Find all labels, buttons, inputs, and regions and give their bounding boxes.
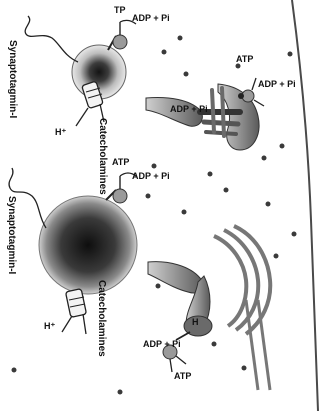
golgi-stack-icon-bottom: [148, 226, 270, 390]
adp-pi-label-top: ADP + Pi: [132, 14, 170, 23]
small-vesicle: [25, 16, 136, 126]
adp-pi-label-golgi-top: ADP + Pi: [258, 80, 296, 89]
small-vesicle-atpase-pump-icon: [108, 20, 136, 50]
atp-label-golgi-top: ATP: [236, 55, 253, 64]
large-vesicle-transporter-icon: [62, 289, 87, 334]
h-plus-label-bottom: H⁺: [44, 322, 55, 331]
h-plus-label-top: H⁺: [55, 128, 66, 137]
adp-pi-label-middle: ADP + Pi: [132, 172, 170, 181]
adp-pi-label-golgi-top-left: ADP + Pi: [170, 105, 208, 114]
small-vesicle-synaptotagmin-tether: [25, 16, 78, 62]
tp-label-middle: ATP: [112, 158, 129, 167]
h-mark-bottom: H: [192, 318, 199, 327]
atp-label-bottom: ATP: [174, 372, 191, 381]
catecholamines-label-top: Catecholamines: [97, 118, 107, 195]
adp-pi-label-bottom: ADP + Pi: [143, 340, 181, 349]
synaptotagmin-label-bottom: Synaptotagmin-I: [6, 196, 16, 274]
golgi-stack-icon-top: [146, 78, 264, 150]
synaptotagmin-label-top: Synaptotagmin-I: [7, 40, 17, 118]
tp-label-top: TP: [114, 6, 126, 15]
catecholamines-label-bottom: Catecholamines: [96, 280, 106, 357]
large-vesicle: [9, 168, 137, 334]
plasma-membrane: [292, 0, 318, 411]
